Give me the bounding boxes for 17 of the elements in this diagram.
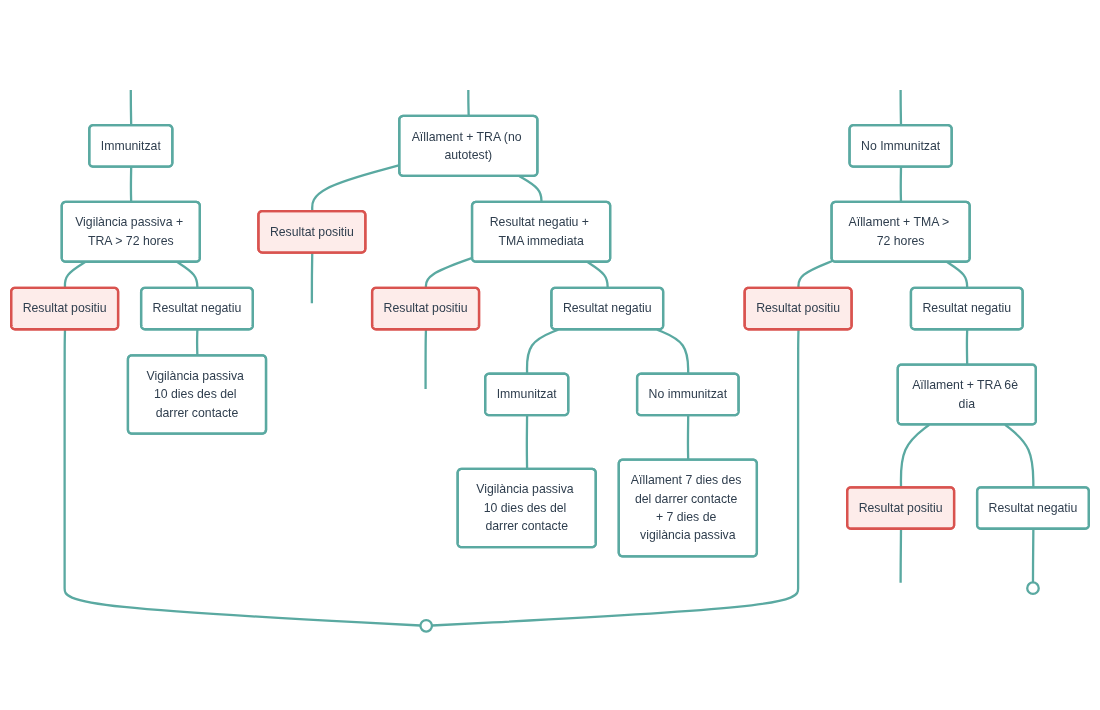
connector [899,166,903,202]
connector [310,252,314,303]
connector [63,329,421,627]
connector [525,328,559,374]
connector [965,329,969,365]
connector [431,329,800,627]
connector [129,166,133,202]
connector [899,528,903,583]
connector [797,259,834,288]
node-circle [1026,580,1040,595]
connector [424,256,473,288]
connector [656,328,690,374]
node-circle [419,618,434,633]
connector [424,329,428,389]
connector [686,415,690,460]
connector [1031,528,1035,583]
connector [525,415,529,469]
